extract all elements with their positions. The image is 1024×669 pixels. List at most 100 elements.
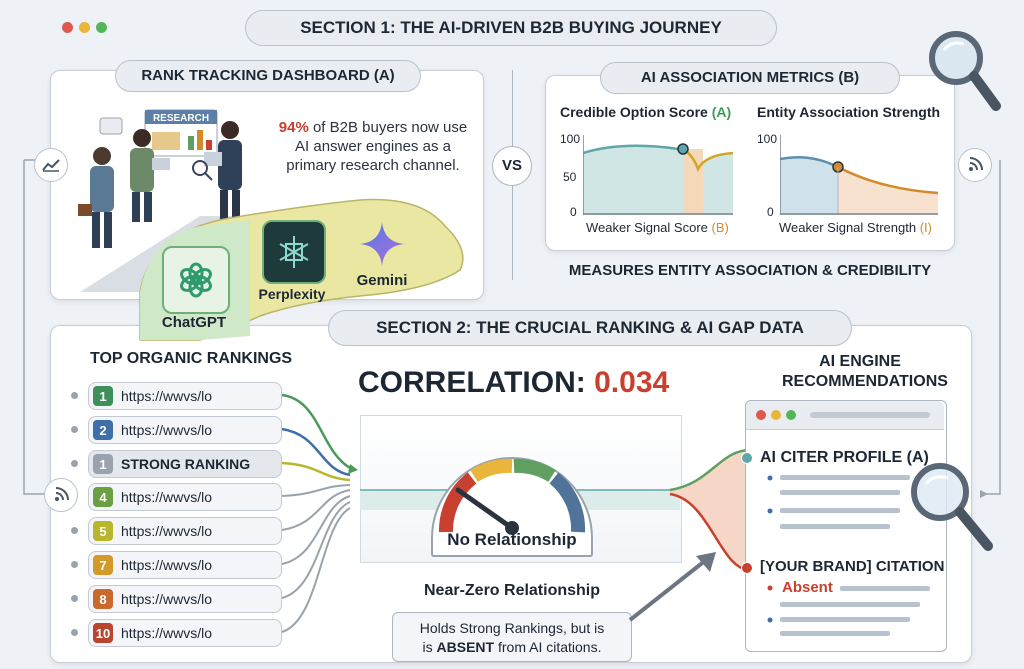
magnifier-icon-top (929, 31, 1001, 111)
gauge-meter-icon (431, 457, 593, 557)
ranking-row[interactable]: 7 https://wwvs/lo (71, 551, 282, 579)
chart1-tick-50: 50 (563, 170, 577, 184)
note-arrow (628, 552, 716, 622)
ranking-row[interactable]: 4 https://wwvs/lo (71, 483, 282, 511)
ranking-row[interactable]: 8 https://wwvs/lo (71, 585, 282, 613)
perplexity-logo[interactable] (262, 220, 326, 284)
row-bullet (71, 629, 78, 636)
chart2-tick-0: 0 (767, 205, 774, 219)
analytics-side-button[interactable] (34, 148, 68, 182)
correlation-heading: CORRELATION: 0.034 (358, 366, 669, 400)
rank-url: https://wwvs/lo (121, 489, 213, 505)
section1-title: SECTION 1: THE AI-DRIVEN B2B BUYING JOUR… (245, 10, 777, 46)
correlation-label: CORRELATION: (358, 366, 586, 399)
citer-profile-label: AI CITER PROFILE (A) (760, 449, 929, 466)
stat-percent: 94% (278, 119, 309, 136)
rank-number: 4 (93, 487, 113, 507)
research-sign: RESEARCH (153, 113, 209, 124)
citer-profile-dot (741, 452, 753, 464)
ranking-row[interactable]: 5 https://wwvs/lo (71, 517, 282, 545)
rank-number: 5 (93, 521, 113, 541)
rank-number: 10 (93, 623, 113, 643)
stat-line-1: of B2B buyers now use (312, 119, 468, 136)
minimize-dot[interactable] (79, 22, 90, 33)
correlation-value: 0.034 (594, 366, 670, 399)
b2b-statistic: 94% of B2B buyers now use AI answer engi… (268, 118, 478, 175)
chart2-title: Entity Association Strength (757, 104, 941, 120)
rank-url: https://wwvs/lo (121, 625, 213, 641)
trend-chart-icon (42, 159, 60, 172)
rank-url: https://wwvs/lo (121, 422, 213, 438)
recommendation-flow (669, 448, 751, 572)
reco-address-bar (810, 412, 930, 418)
row-bullet (71, 460, 78, 467)
reco-window-bar (746, 401, 944, 430)
rank-url: https://wwvs/lo (121, 591, 213, 607)
signal-side-button-left[interactable] (44, 478, 78, 512)
broadcast-icon (969, 157, 983, 171)
window-controls (62, 22, 107, 33)
row-bullet (71, 561, 78, 568)
rank-number: 7 (93, 555, 113, 575)
reco-title: AI ENGINE RECOMMENDATIONS (782, 353, 948, 390)
chatgpt-icon (180, 262, 212, 298)
citer-profile-lines (767, 475, 910, 529)
ranking-row[interactable]: 10 https://wwvs/lo (71, 619, 282, 647)
chart2-tick-100: 100 (757, 132, 778, 146)
row-bullet (71, 426, 78, 433)
section2-title: SECTION 2: THE CRUCIAL RANKING & AI GAP … (328, 310, 852, 346)
reco-max-dot[interactable] (786, 410, 796, 420)
metrics-title: AI ASSOCIATION METRICS (B) (600, 62, 900, 94)
ranking-row[interactable]: 1 STRONG RANKING (71, 450, 282, 478)
rank-url: STRONG RANKING (121, 456, 251, 472)
rank-url: https://wwvs/lo (121, 523, 213, 539)
gemini-star-icon (360, 222, 404, 266)
perplexity-label: Perplexity (258, 286, 326, 302)
reco-close-dot[interactable] (756, 410, 766, 420)
gemini-label: Gemini (356, 272, 408, 289)
ranking-row[interactable]: 2 https://wwvs/lo (71, 416, 282, 444)
chart1-tick-0: 0 (570, 205, 577, 219)
gemini-logo[interactable] (358, 220, 406, 268)
absent-status: Absent (782, 579, 833, 596)
absent-note: Holds Strong Rankings, but is is ABSENT … (392, 612, 632, 662)
reco-min-dot[interactable] (771, 410, 781, 420)
metrics-caption: MEASURES ENTITY ASSOCIATION & CREDIBILIT… (568, 262, 932, 279)
rank-number: 8 (93, 589, 113, 609)
gauge-caption: Near-Zero Relationship (423, 582, 601, 599)
row-bullet (71, 527, 78, 534)
magnifier-icon-bottom (911, 463, 993, 551)
dashboard-title: RANK TRACKING DASHBOARD (A) (115, 60, 421, 92)
chart2-xlabel: Weaker Signal Strength (I) (779, 220, 932, 235)
vs-badge: VS (492, 146, 532, 186)
row-bullet (71, 595, 78, 602)
credible-option-score-chart (583, 135, 734, 215)
rank-number: 1 (93, 454, 113, 474)
brand-citation-lines (767, 585, 930, 636)
maximize-dot[interactable] (96, 22, 107, 33)
row-bullet (71, 392, 78, 399)
brand-citation-label: [YOUR BRAND] CITATION (760, 558, 945, 575)
gauge (418, 428, 606, 558)
entity-association-chart (780, 135, 939, 215)
stat-line-3: primary research channel. (286, 157, 460, 174)
close-dot[interactable] (62, 22, 73, 33)
gauge-label: No Relationship (447, 530, 577, 549)
broadcast-icon (55, 487, 69, 501)
note-line-1: Holds Strong Rankings, but is (419, 620, 605, 636)
chart1-xlabel: Weaker Signal Score (B) (586, 220, 729, 235)
rank-number: 1 (93, 386, 113, 406)
rank-number: 2 (93, 420, 113, 440)
signal-side-button-right[interactable] (958, 148, 992, 182)
chatgpt-logo[interactable] (162, 246, 230, 314)
rank-url: https://wwvs/lo (121, 388, 213, 404)
ranking-row[interactable]: 1 https://wwvs/lo (71, 382, 282, 410)
chatgpt-label: ChatGPT (161, 314, 227, 331)
rankings-title: TOP ORGANIC RANKINGS (90, 350, 293, 367)
stat-line-2: AI answer engines as a (295, 138, 451, 155)
note-absent-bold: ABSENT (436, 639, 495, 655)
perplexity-icon (279, 236, 309, 268)
rank-url: https://wwvs/lo (121, 557, 213, 573)
chart1-title: Credible Option Score (A) (560, 104, 732, 120)
